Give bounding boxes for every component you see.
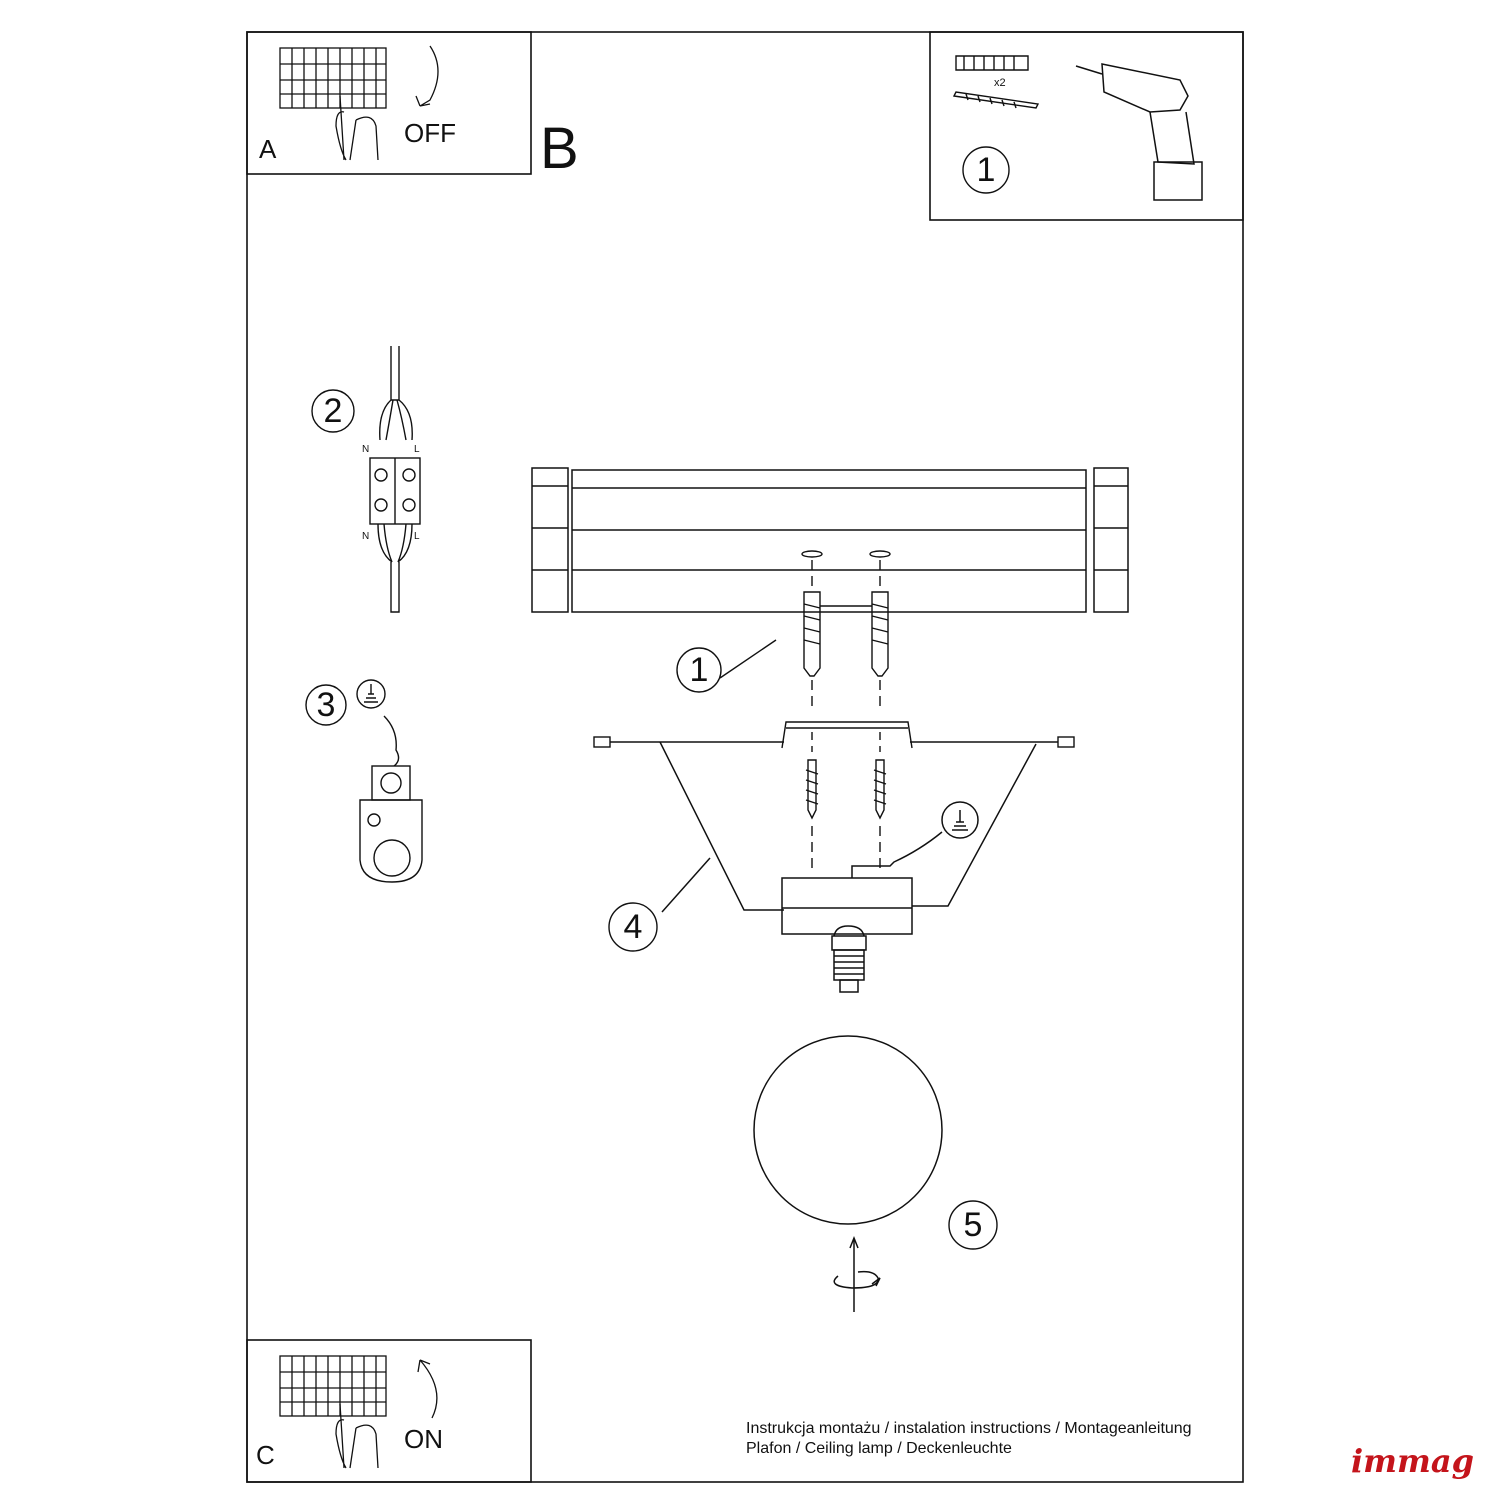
panel-c-letter: C bbox=[256, 1440, 275, 1470]
brand-logo: immag bbox=[1351, 1442, 1474, 1480]
breaker-on-icon bbox=[279, 1355, 438, 1469]
screw-icon bbox=[952, 91, 1040, 109]
wire-n-top: N bbox=[362, 444, 370, 455]
step-2-circle bbox=[311, 389, 355, 433]
breaker-off-icon bbox=[279, 45, 439, 161]
drill-icon bbox=[1075, 63, 1203, 201]
earth-terminal-icon bbox=[356, 679, 423, 883]
terminal-connector-icon bbox=[369, 346, 421, 613]
lamp-canopy bbox=[659, 741, 1037, 935]
panel-a-letter: A bbox=[259, 134, 277, 164]
step-3-circle bbox=[305, 684, 347, 726]
step-5-number: 5 bbox=[963, 1206, 983, 1244]
panel-c-box bbox=[246, 1339, 532, 1483]
ceiling-illustration bbox=[531, 467, 1129, 613]
quantity-label: x2 bbox=[994, 77, 1006, 89]
step-1-circle bbox=[676, 647, 722, 693]
mounting-bracket bbox=[593, 721, 1075, 870]
tools-step-number: 1 bbox=[976, 151, 996, 189]
wire-n-bottom: N bbox=[362, 531, 370, 542]
step-5-circle bbox=[948, 1200, 998, 1250]
step-2-number: 2 bbox=[323, 392, 343, 430]
panel-c-action: ON bbox=[404, 1424, 443, 1454]
tools-box bbox=[929, 31, 1244, 221]
wall-plugs bbox=[719, 550, 891, 712]
lamp-socket bbox=[831, 925, 867, 993]
wire-l-bottom: L bbox=[414, 531, 420, 542]
step-1-circle-tools bbox=[962, 146, 1010, 194]
panel-a-action: OFF bbox=[404, 118, 456, 148]
step-4-number: 4 bbox=[623, 908, 643, 946]
outer-frame bbox=[246, 31, 1244, 1483]
glass-globe bbox=[753, 1035, 943, 1312]
footer-line-2: Plafon / Ceiling lamp / Deckenleuchte bbox=[746, 1440, 1012, 1457]
step-1-number: 1 bbox=[689, 651, 709, 689]
step-4-circle bbox=[608, 902, 658, 952]
wall-plug-icon bbox=[955, 55, 1029, 71]
footer-line-1: Instrukcja montażu / instalation instruc… bbox=[746, 1420, 1192, 1437]
wire-l-top: L bbox=[414, 444, 420, 455]
panel-b-letter: B bbox=[540, 116, 579, 181]
step-3-number: 3 bbox=[316, 686, 336, 724]
panel-a-box bbox=[246, 31, 532, 175]
